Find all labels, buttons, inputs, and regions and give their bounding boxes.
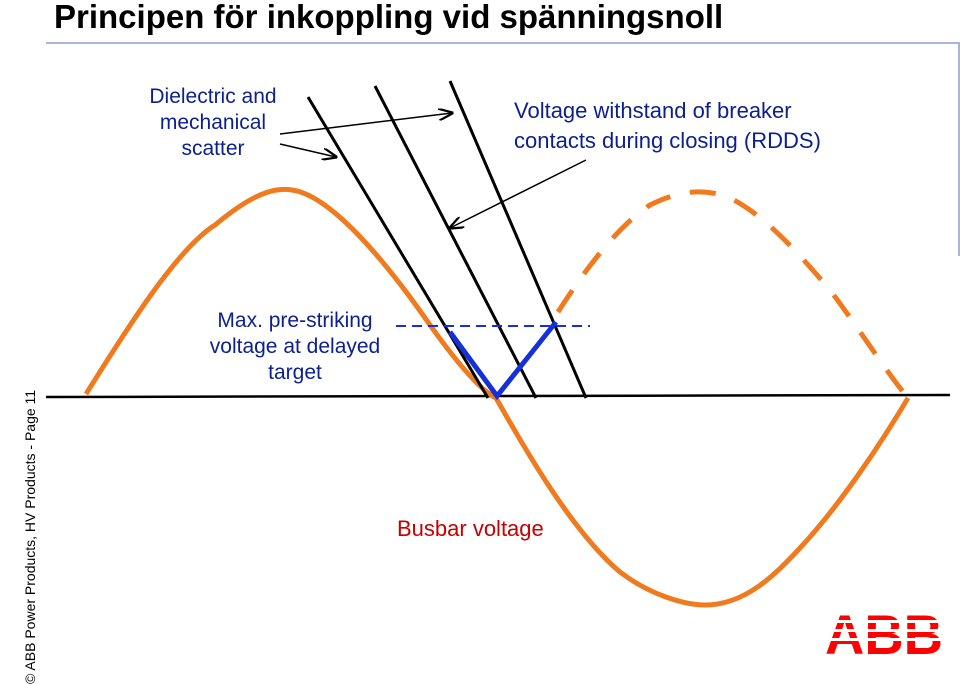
svg-text:ABB: ABB [825, 603, 943, 666]
rdds-line-early [306, 96, 490, 399]
abb-logo: ABB [824, 603, 946, 666]
scatter-label-line-1: Dielectric and [149, 85, 277, 108]
prestrike-label-line-3: target [268, 361, 322, 384]
rdds-line-late [448, 80, 588, 399]
scatter-arrow-lower [279, 143, 336, 157]
busbar-voltage-dashed-curve [555, 189, 910, 400]
scatter-label-line-2: mechanical [159, 111, 267, 134]
scatter-label: Dielectric and mechanical scatter [134, 84, 292, 162]
busbar-voltage-label: Busbar voltage [397, 516, 544, 541]
prestrike-v-path [447, 320, 558, 401]
prestrike-label: Max. pre-striking voltage at delayed tar… [190, 308, 400, 386]
scatter-arrow-upper [279, 113, 452, 135]
rdds-line-nominal [373, 85, 538, 399]
prestrike-label-line-2: voltage at delayed [209, 335, 381, 358]
withstand-label-line-2: contacts during closing (RDDS) [514, 128, 821, 153]
page-footer: © ABB Power Products, HV Products - Page… [22, 389, 38, 684]
withstand-label: Voltage withstand of breaker contacts du… [514, 96, 821, 156]
slide-title: Principen för inkoppling vid spänningsno… [54, 0, 724, 35]
withstand-arrow [450, 159, 587, 228]
withstand-label-line-1: Voltage withstand of breaker [514, 98, 792, 123]
prestrike-label-line-1: Max. pre-striking [217, 309, 373, 332]
scatter-label-line-3: scatter [181, 137, 245, 160]
